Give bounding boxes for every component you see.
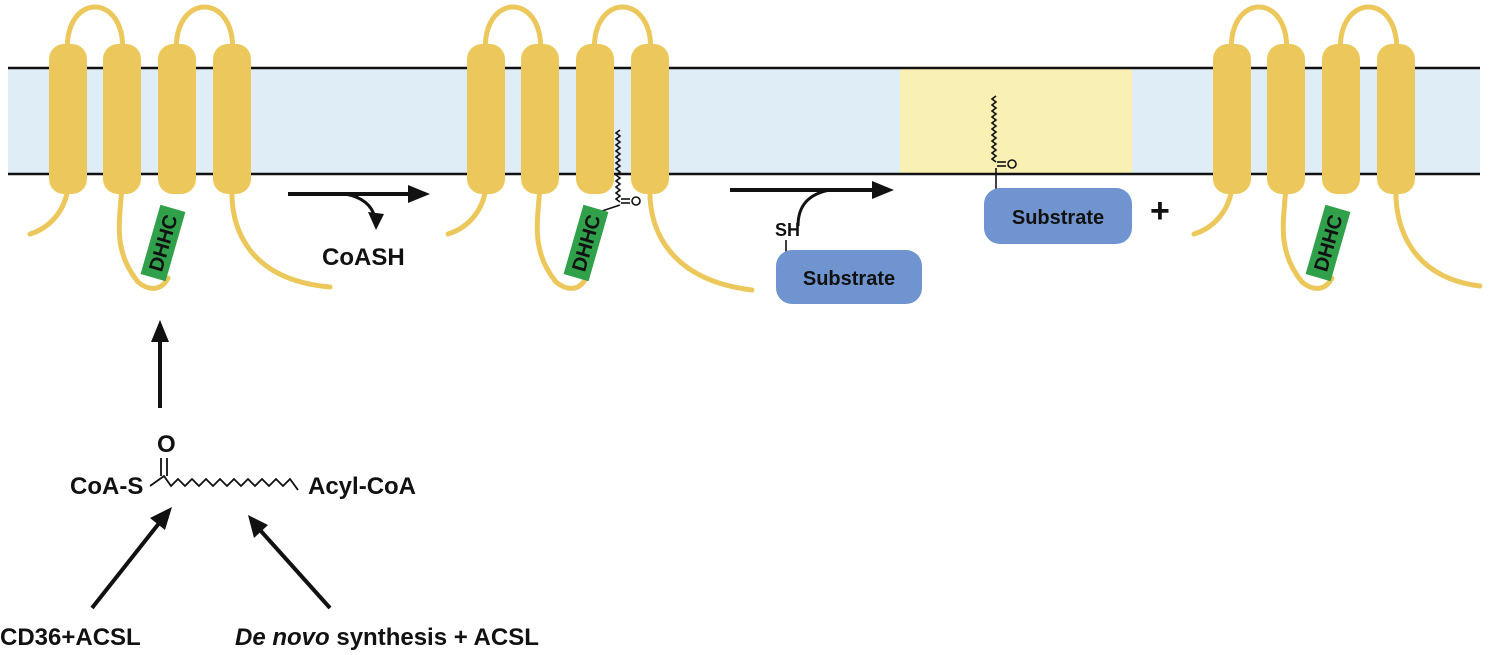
helix [49, 44, 87, 194]
dhhc-enzyme-3: DHHC [1191, 4, 1483, 291]
plus-sign: + [1150, 192, 1170, 230]
helix [521, 44, 559, 194]
acyl-coa-supply-arrow [151, 320, 169, 408]
substrate-box [984, 188, 1132, 244]
substrate-free: Substrate [776, 250, 922, 304]
substrate-box [776, 250, 922, 304]
reaction-arrow-1 [288, 185, 430, 230]
de-novo-italic: De novo [235, 624, 330, 651]
source-arrow-left [90, 507, 172, 610]
helix [103, 44, 141, 194]
source-cd36-acsl: CD36+ACSL [0, 624, 141, 651]
helix [1267, 44, 1305, 194]
de-novo-rest: synthesis + ACSL [330, 624, 539, 651]
helix [213, 44, 251, 194]
membrane-highlight [900, 68, 1132, 174]
acyl-coa-oxygen: O [157, 431, 176, 458]
helix [631, 44, 669, 194]
source-de-novo: De novo synthesis + ACSL [235, 624, 539, 651]
helix [1377, 44, 1415, 194]
helix [1213, 44, 1251, 194]
dhhc-enzyme-1: DHHC [27, 4, 333, 291]
dhhc-box [1305, 204, 1351, 282]
helix [1322, 44, 1360, 194]
substrate-acylated: Substrate [984, 188, 1132, 244]
helix [158, 44, 196, 194]
source-arrow-right [248, 515, 332, 610]
coash-label: CoASH [322, 244, 405, 271]
acyl-chain-substrate [990, 95, 1017, 192]
acyl-coa-prefix: CoA-S [70, 473, 143, 500]
acyl-coa-structure: O CoA-S Acyl-CoA [70, 431, 416, 500]
substrate-label: Substrate [1012, 207, 1104, 229]
acyl-coa-name: Acyl-CoA [308, 473, 416, 500]
reaction-arrow-2 [730, 181, 894, 227]
dhhc-box [140, 204, 186, 282]
dhhc-enzyme-2: DHHC [445, 4, 755, 293]
substrate-label: Substrate [803, 268, 895, 290]
helix [467, 44, 505, 194]
acyl-chain-enzyme [601, 129, 641, 212]
sh-label: SH [775, 220, 800, 240]
dhhc-box [563, 204, 609, 282]
helix [576, 44, 614, 194]
